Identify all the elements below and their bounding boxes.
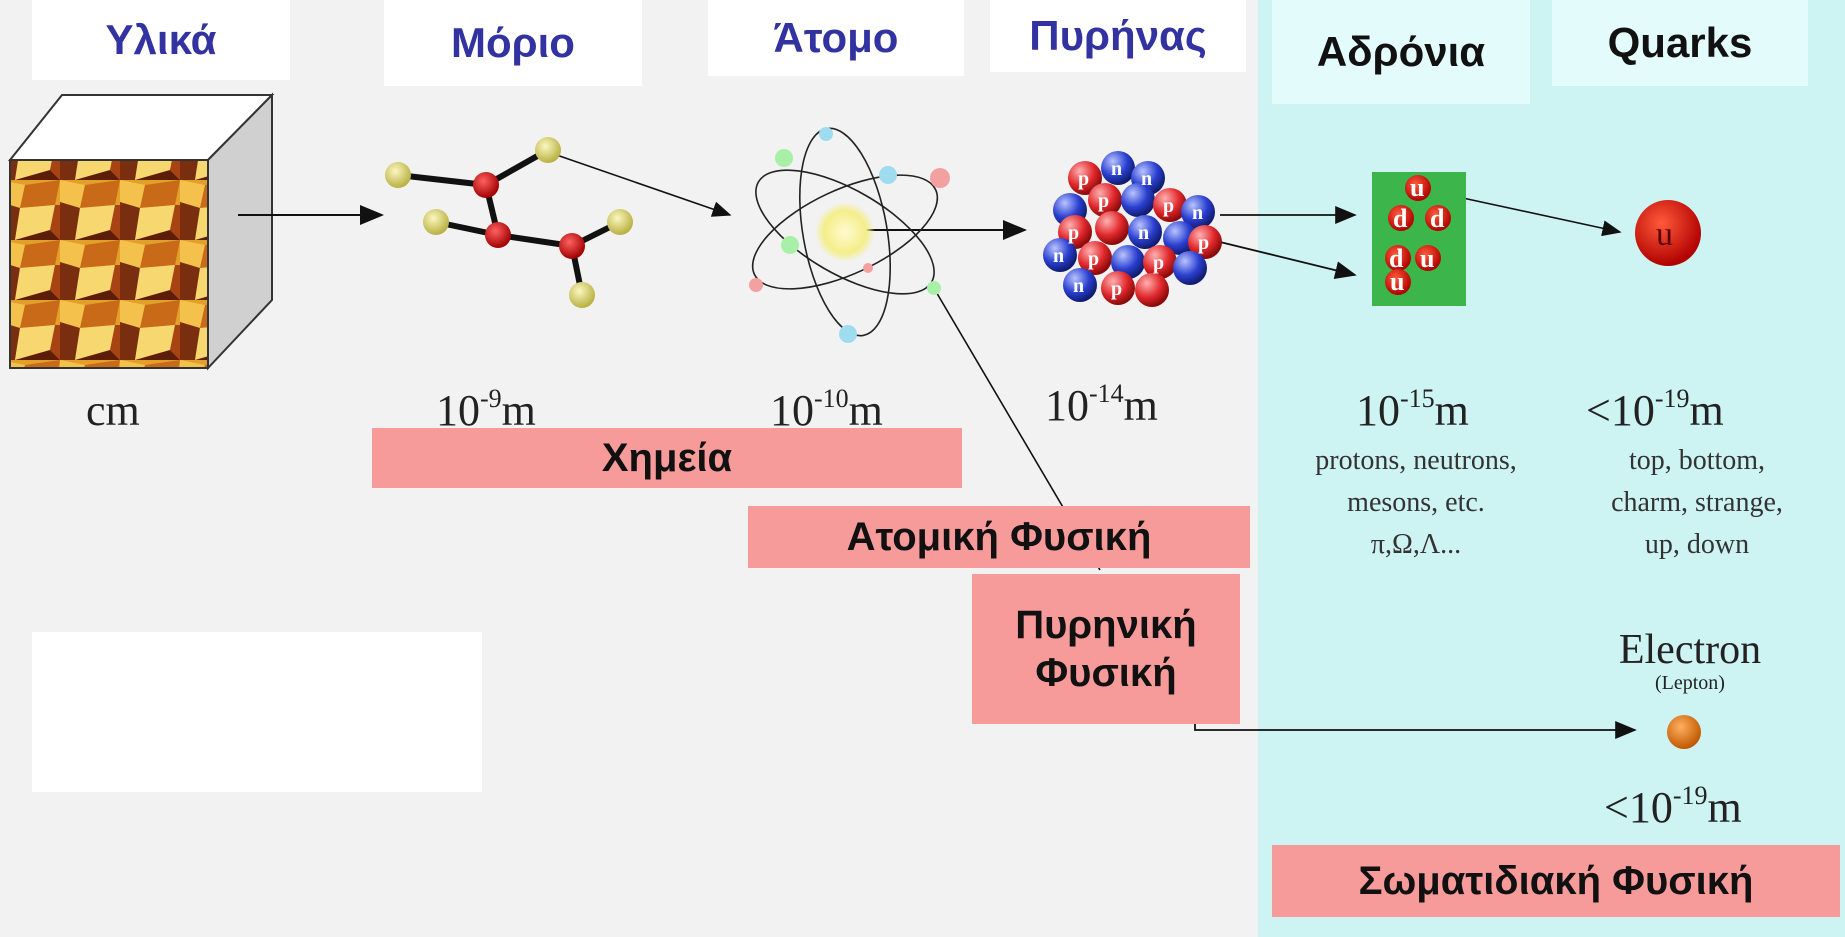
quark-description: top, bottom, charm, strange, up, down (1611, 445, 1783, 560)
up-quark: u (1635, 200, 1701, 266)
quark-label: d (1389, 244, 1404, 273)
band-atomic-physics: Ατομική Φυσική (748, 506, 1250, 568)
quark-label: d (1393, 204, 1408, 233)
electron-dot (1667, 715, 1701, 749)
scale-molecule: 10-9m (436, 384, 536, 436)
quark-label: d (1430, 204, 1445, 233)
material-cube (7, 92, 275, 371)
nucleon-label: p (1078, 168, 1089, 190)
nucleon-label: p (1098, 190, 1109, 212)
header-nucleus: Πυρήνας (990, 0, 1246, 72)
hadron-box: u d d d u u (1372, 172, 1466, 306)
nucleon-label: p (1163, 195, 1174, 217)
electron-label: Electron (Lepton) (1618, 627, 1762, 694)
quark-label: u (1410, 173, 1424, 202)
nucleus-model: p n n p p n p n p n p p n p (1043, 151, 1222, 307)
molecule-model (385, 137, 633, 308)
nucleon-label: n (1141, 168, 1152, 190)
scale-cm: cm (86, 386, 140, 435)
header-quarks: Quarks (1552, 0, 1808, 86)
band-particle-physics: Σωματιδιακή Φυσική (1272, 845, 1840, 917)
nucleon-label: n (1111, 158, 1122, 180)
quark-label: u (1420, 244, 1434, 273)
band-nuclear-physics: Πυρηνική Φυσική (972, 574, 1240, 724)
header-atom: Άτομο (708, 0, 964, 76)
band-chemistry: Χημεία (372, 428, 962, 488)
header-materials: Υλικά (32, 0, 290, 80)
scale-quark: <10-19m (1586, 384, 1724, 436)
nucleon-label: p (1068, 222, 1079, 244)
scale-atom: 10-10m (770, 384, 883, 436)
atom-model (749, 127, 950, 343)
nucleon-label: p (1111, 278, 1122, 300)
scale-nucleus: 10-14m (1045, 379, 1158, 431)
nucleon-label: n (1192, 202, 1203, 224)
nucleon-label: p (1088, 248, 1099, 270)
particle-physics-panel (1258, 0, 1845, 937)
nucleon-label: n (1053, 245, 1064, 267)
nucleon-label: p (1198, 232, 1209, 254)
nucleon-label: n (1073, 275, 1084, 297)
header-molecule: Μόριο (384, 0, 642, 86)
nucleon-label: p (1153, 252, 1164, 274)
nucleon-label: n (1138, 222, 1149, 244)
scale-hadron: 10-15m (1356, 384, 1469, 436)
blank-box (32, 632, 482, 792)
quark-label: u (1390, 267, 1404, 296)
scale-electron: <10-19m (1604, 781, 1742, 833)
header-hadrons: Αδρόνια (1272, 0, 1530, 104)
up-quark-label: u (1656, 216, 1673, 253)
hadron-description: protons, neutrons, mesons, etc. π,Ω,Λ... (1315, 445, 1517, 560)
